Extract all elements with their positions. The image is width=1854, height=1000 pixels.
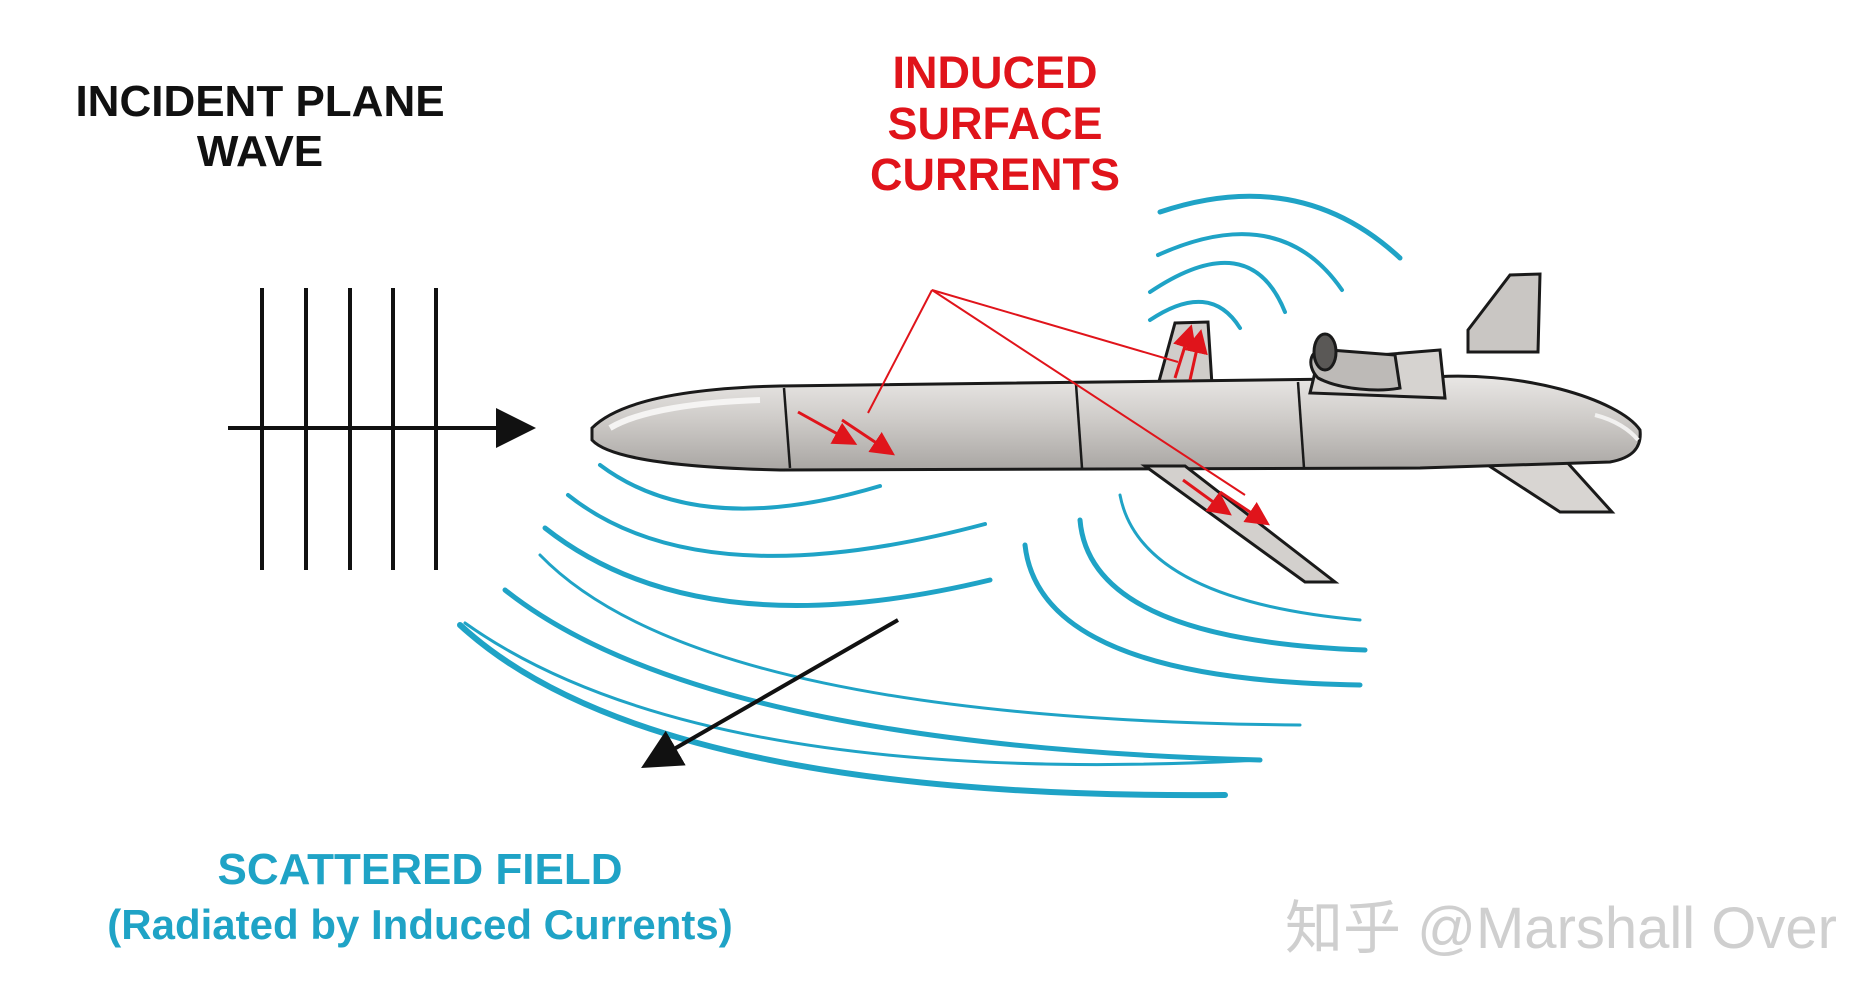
scattered-field-title: SCATTERED FIELD xyxy=(217,845,623,894)
watermark: 知乎 @Marshall Over xyxy=(1285,896,1837,961)
induced-current-arrows xyxy=(797,324,1270,526)
incident-label-line-1: INCIDENT PLANE xyxy=(75,77,445,126)
induced-currents-label: INDUCED SURFACE CURRENTS xyxy=(830,50,1160,203)
scattered-field-subtitle: (Radiated by Induced Currents) xyxy=(107,901,733,948)
scattered-field-label: SCATTERED FIELD (Radiated by Induced Cur… xyxy=(40,848,800,946)
scattered-arcs-front xyxy=(457,463,1302,799)
induced-label-line-2: SURFACE xyxy=(887,98,1103,149)
scattered-arrow-icon xyxy=(641,618,899,768)
missile-icon xyxy=(590,272,1642,584)
scattered-arcs-wing xyxy=(1022,493,1368,688)
incident-wave-label: INCIDENT PLANE WAVE xyxy=(60,80,460,180)
incident-label-line-2: WAVE xyxy=(196,127,324,176)
induced-label-line-3: CURRENTS xyxy=(869,149,1120,200)
induced-pointer-lines xyxy=(867,289,1246,496)
scattered-arcs-top xyxy=(1148,193,1403,330)
induced-label-line-1: INDUCED xyxy=(892,47,1098,98)
incident-wave-icon xyxy=(228,288,536,570)
